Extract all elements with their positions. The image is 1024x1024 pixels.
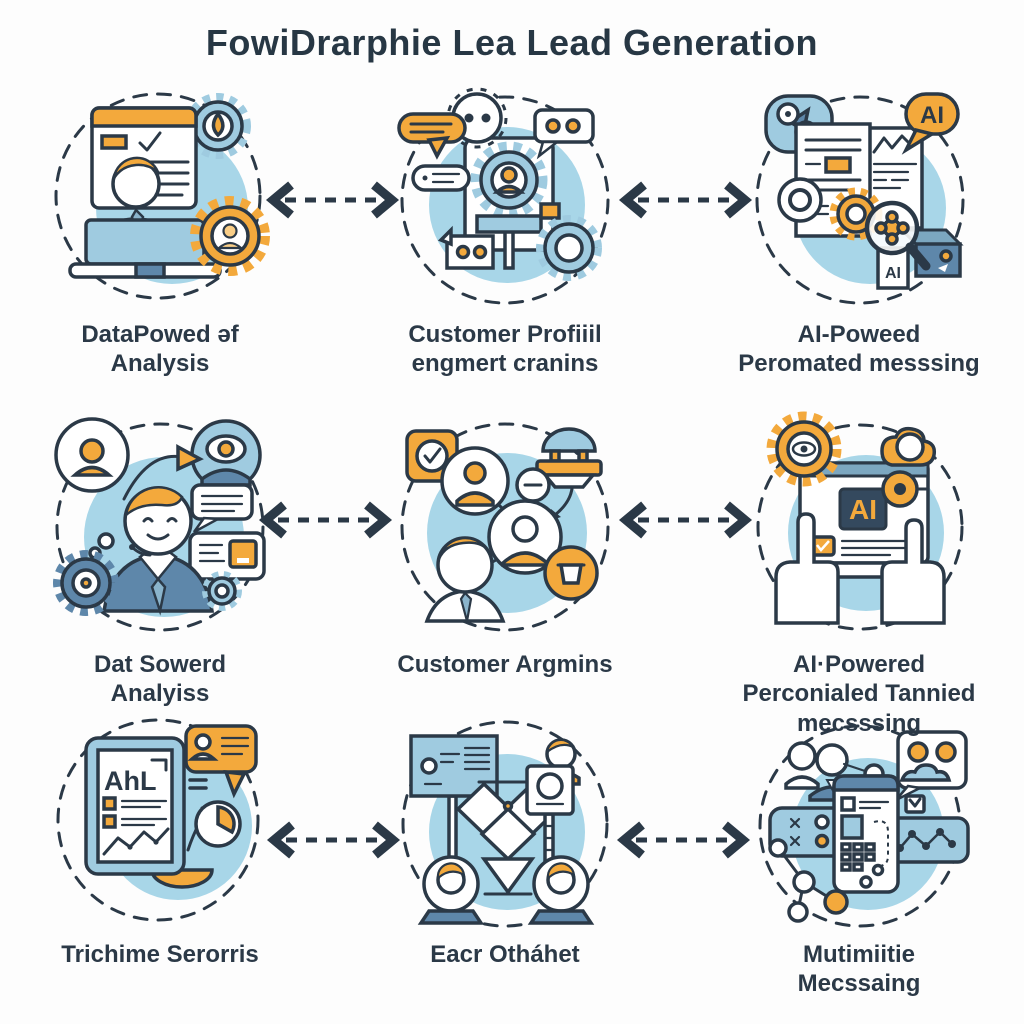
label-line: DataPowed əf <box>81 321 239 348</box>
label-customer-segments: Customer Argmins <box>350 650 660 679</box>
label-ai-personalized-targeting: AI·Powered Perconialed Tannied mecsssing <box>698 650 1020 738</box>
svg-text:AI: AI <box>885 265 901 282</box>
label-line: Analyiss <box>110 680 210 708</box>
label-data-analysis: DataPowed əf Analysis <box>5 320 315 379</box>
cell-realtime-reports: AhL <box>40 702 280 942</box>
report-tablet-chart-clock-bubble-illustration: AhL <box>56 718 260 922</box>
gear-avatar-speech-bubbles-signpost-illustration <box>397 87 610 305</box>
flow-arrow-row3-left <box>266 821 401 859</box>
label-ai-automated-messaging: AI-Poweed Peromated messsing <box>698 320 1020 379</box>
label-line: Peromated messsing <box>738 350 980 378</box>
label-line: Eacr Otháhet <box>430 941 580 968</box>
document-ai-bubble-magnifier-illustration: AI AI <box>755 92 965 305</box>
label-line: Analysis <box>110 350 210 378</box>
flow-arrow-row2-left <box>258 501 393 539</box>
label-data-scoring-analysis: Dat Sowerd Analyiss <box>5 650 315 709</box>
flow-arrow-row1-left <box>265 181 400 219</box>
cell-customer-segments <box>385 405 625 645</box>
person-laptop-browser-gears-illustration <box>54 92 270 300</box>
label-line: Mecssaing <box>797 970 921 998</box>
presentation-board-diamonds-avatars-illustration <box>401 720 609 928</box>
label-line: Dat Sowerd <box>93 651 227 678</box>
label-line: AI-Poweed <box>797 321 921 348</box>
svg-text:AI: AI <box>920 102 944 129</box>
label-line: Mutimiitie <box>803 941 915 968</box>
cell-data-scoring-analysis <box>40 405 280 645</box>
phone-people-bubble-network-illustration <box>758 724 970 928</box>
flow-arrow-row1-right <box>618 181 753 219</box>
label-customer-profile: Customer Profiiil engmert cranins <box>350 320 660 379</box>
label-line: engmert cranins <box>411 350 599 378</box>
label-line: Customer Argmins <box>397 651 613 678</box>
label-line: mecsssing <box>796 709 922 737</box>
svg-text:AI: AI <box>849 494 877 525</box>
label-line: Perconialed Tannied <box>742 680 976 708</box>
flow-arrow-row2-right <box>618 501 753 539</box>
page-title: FowiDrarphie Lea Lead Generation <box>205 22 819 63</box>
label-multichannel-messaging: Mutimiitie Mecssaing <box>698 940 1020 999</box>
cell-customer-profile <box>385 80 625 320</box>
flow-arrow-row3-right <box>616 821 751 859</box>
cell-data-analysis <box>40 80 280 320</box>
label-outreach: Eacr Otháhet <box>350 940 660 969</box>
cell-outreach <box>385 702 625 942</box>
cell-ai-automated-messaging: AI AI <box>740 80 980 320</box>
support-agent-avatars-chat-gear-illustration <box>53 417 266 632</box>
hands-tablet-ai-gears-illustration: AI <box>756 411 964 631</box>
cell-multichannel-messaging <box>740 702 980 942</box>
profile-network-robot-bucket-illustration <box>400 422 610 632</box>
label-line: Customer Profiiil <box>408 321 602 348</box>
svg-text:AhL: AhL <box>104 766 156 796</box>
label-line: Trichime Serorris <box>61 941 259 968</box>
label-realtime-reports: Trichime Serorris <box>5 940 315 969</box>
label-line: AI·Powered <box>792 651 926 678</box>
cell-ai-personalized-targeting: AI <box>740 405 980 645</box>
